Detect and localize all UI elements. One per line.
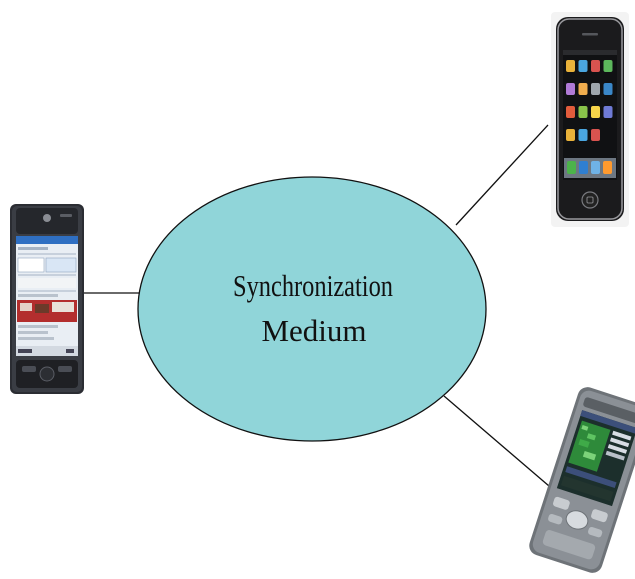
app-icon bbox=[566, 83, 575, 95]
app-icon bbox=[603, 83, 613, 95]
app-icon bbox=[578, 60, 588, 72]
app-icon bbox=[591, 83, 600, 95]
app-icon bbox=[603, 60, 613, 72]
app-icon bbox=[578, 83, 588, 95]
app-icon-grid bbox=[566, 60, 613, 141]
app-icon bbox=[566, 106, 575, 118]
pda-phone-icon bbox=[10, 204, 84, 394]
smartphone-dock bbox=[564, 158, 616, 178]
pocket-pc-icon bbox=[529, 387, 635, 573]
app-icon bbox=[566, 129, 575, 141]
app-icon bbox=[578, 129, 588, 141]
connector-top-right bbox=[455, 124, 549, 226]
center-label-line2: Medium bbox=[261, 313, 366, 348]
synchronization-medium-ellipse bbox=[137, 176, 487, 442]
app-icon bbox=[603, 106, 613, 118]
app-icon bbox=[591, 60, 600, 72]
app-icon bbox=[578, 106, 588, 118]
center-label-line1: Synchronization bbox=[233, 268, 393, 303]
connector-bottom-right bbox=[443, 395, 550, 487]
app-icon bbox=[566, 60, 575, 72]
app-icon bbox=[591, 106, 600, 118]
home-button-icon bbox=[581, 191, 599, 209]
app-icon bbox=[591, 129, 600, 141]
